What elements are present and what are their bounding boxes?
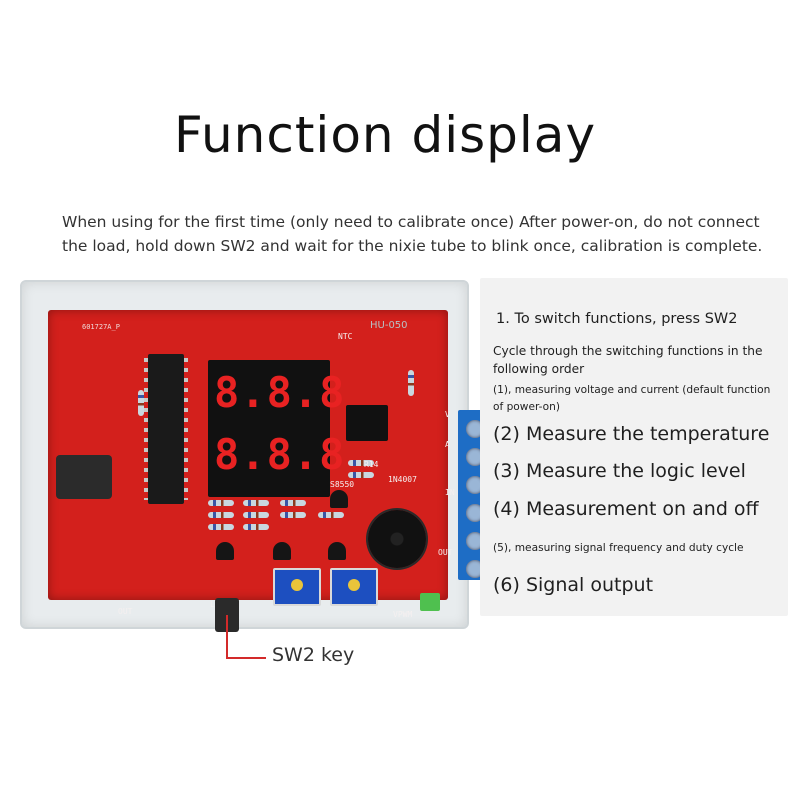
model-label: HU-050 bbox=[370, 320, 408, 331]
potentiometer-right bbox=[330, 568, 378, 606]
part-label: 601727A_P bbox=[82, 323, 120, 331]
function-item-1-cont: of power-on) bbox=[493, 401, 560, 413]
callout-line bbox=[226, 615, 228, 659]
silk-label: VPWM bbox=[393, 610, 413, 619]
display-top-digits: 8.8.8 bbox=[214, 367, 346, 417]
silk-label: OUT bbox=[118, 607, 133, 616]
resistor bbox=[243, 500, 269, 506]
potentiometer-left bbox=[273, 568, 321, 606]
intro-text: When using for the first time (only need… bbox=[62, 210, 762, 258]
circuit-board: 8.8.8 8.8.8 NTC V A IN OUT VPWM S8550 1N… bbox=[48, 310, 492, 619]
resistor bbox=[280, 512, 306, 518]
resistor bbox=[348, 460, 374, 466]
function-item-3: (3) Measure the logic level bbox=[493, 460, 746, 482]
sw2-callout-label: SW2 key bbox=[272, 644, 355, 666]
panel-subtext-line: following order bbox=[493, 362, 585, 376]
display-bottom-digits: 8.8.8 bbox=[214, 429, 346, 479]
silk-label: OUT bbox=[438, 548, 453, 557]
callout-line bbox=[226, 657, 266, 659]
transistor bbox=[216, 542, 234, 560]
resistor bbox=[348, 472, 374, 478]
page-title: Function display bbox=[173, 105, 597, 164]
silk-label: NTC bbox=[338, 332, 353, 341]
resistor bbox=[208, 524, 234, 530]
intro-line-1: When using for the first time (only need… bbox=[62, 213, 760, 231]
intro-line-2: the load, hold down SW2 and wait for the… bbox=[62, 237, 763, 255]
function-item-1: (1), measuring voltage and current (defa… bbox=[493, 384, 771, 396]
function-item-4: (4) Measurement on and off bbox=[493, 498, 759, 520]
board-photo: 8.8.8 8.8.8 NTC V A IN OUT VPWM S8550 1N… bbox=[20, 280, 492, 640]
panel-heading: 1. To switch functions, press SW2 bbox=[496, 311, 738, 327]
resistor bbox=[243, 524, 269, 530]
microcontroller-chip bbox=[144, 354, 188, 504]
resistor bbox=[318, 512, 344, 518]
eight-pin-ic bbox=[346, 405, 388, 441]
transistor bbox=[328, 542, 346, 560]
resistor bbox=[138, 390, 144, 416]
function-item-6: (6) Signal output bbox=[493, 574, 654, 596]
function-list-panel: 1. To switch functions, press SW2 Cycle … bbox=[480, 278, 788, 616]
function-item-5: (5), measuring signal frequency and duty… bbox=[493, 542, 744, 554]
transistor bbox=[273, 542, 291, 560]
resistor bbox=[208, 512, 234, 518]
function-item-2: (2) Measure the temperature bbox=[493, 423, 770, 445]
silk-label: R14 bbox=[364, 460, 379, 469]
vpwm-connector bbox=[420, 593, 440, 611]
seven-segment-display: 8.8.8 8.8.8 bbox=[208, 360, 346, 497]
silk-label: 1N4007 bbox=[388, 475, 417, 484]
silk-label: IN bbox=[445, 488, 455, 497]
transistor bbox=[330, 490, 348, 508]
silk-label: A bbox=[445, 440, 450, 449]
resistor bbox=[243, 512, 269, 518]
silk-label: S8550 bbox=[330, 480, 355, 489]
silk-label: V bbox=[445, 410, 450, 419]
resistor bbox=[208, 500, 234, 506]
panel-subtext-line: Cycle through the switching functions in… bbox=[493, 344, 763, 358]
buzzer bbox=[368, 510, 426, 568]
dc-power-jack bbox=[56, 455, 112, 499]
resistor bbox=[280, 500, 306, 506]
resistor bbox=[408, 370, 414, 396]
